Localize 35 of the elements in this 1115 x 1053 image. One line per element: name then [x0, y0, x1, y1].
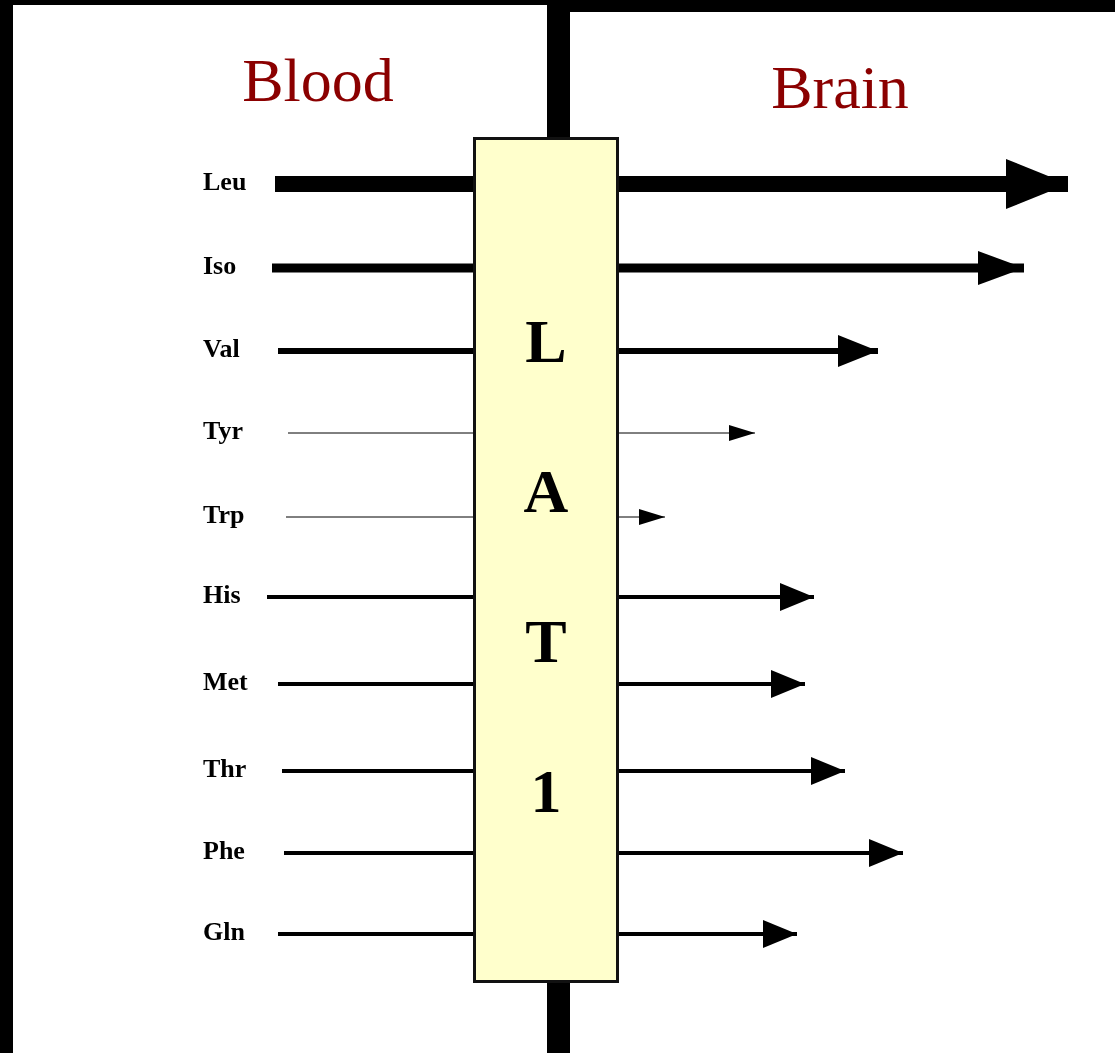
amino-acid-label: Iso — [203, 250, 272, 282]
transport-arrow — [619, 159, 1068, 209]
transport-arrow — [619, 839, 903, 867]
transporter-box — [473, 137, 619, 983]
amino-acid-label: Trp — [203, 499, 286, 531]
transport-arrow — [619, 251, 1024, 285]
amino-acid-label: His — [203, 579, 267, 611]
amino-acid-label: Gln — [203, 916, 278, 948]
transport-arrow — [619, 583, 814, 611]
transporter-name: LAT1 — [522, 306, 570, 827]
amino-acid-label: Leu — [203, 166, 275, 198]
transport-arrow — [618, 425, 756, 441]
transport-line — [282, 769, 473, 773]
transport-line — [275, 176, 473, 192]
transport-arrow — [619, 335, 878, 367]
amino-acid-label: Phe — [203, 835, 284, 867]
transport-arrow — [619, 920, 797, 948]
amino-acid-label: Thr — [203, 753, 282, 785]
amino-acid-label: Tyr — [203, 415, 288, 447]
transport-arrow — [619, 670, 805, 698]
amino-acid-label: Val — [203, 333, 278, 365]
transport-line — [285, 516, 474, 518]
transport-line — [284, 851, 473, 855]
compartment-panel — [13, 5, 473, 1053]
transport-line — [278, 682, 473, 686]
transport-line — [267, 595, 473, 599]
transport-line — [287, 432, 474, 434]
transport-arrow — [618, 509, 666, 525]
amino-acid-label: Met — [203, 666, 278, 698]
transport-line — [272, 263, 473, 273]
transport-arrow — [619, 757, 845, 785]
transport-line — [278, 348, 473, 354]
compartment-title: Brain — [770, 56, 910, 118]
compartment-title: Blood — [241, 49, 395, 111]
transport-line — [278, 932, 473, 936]
